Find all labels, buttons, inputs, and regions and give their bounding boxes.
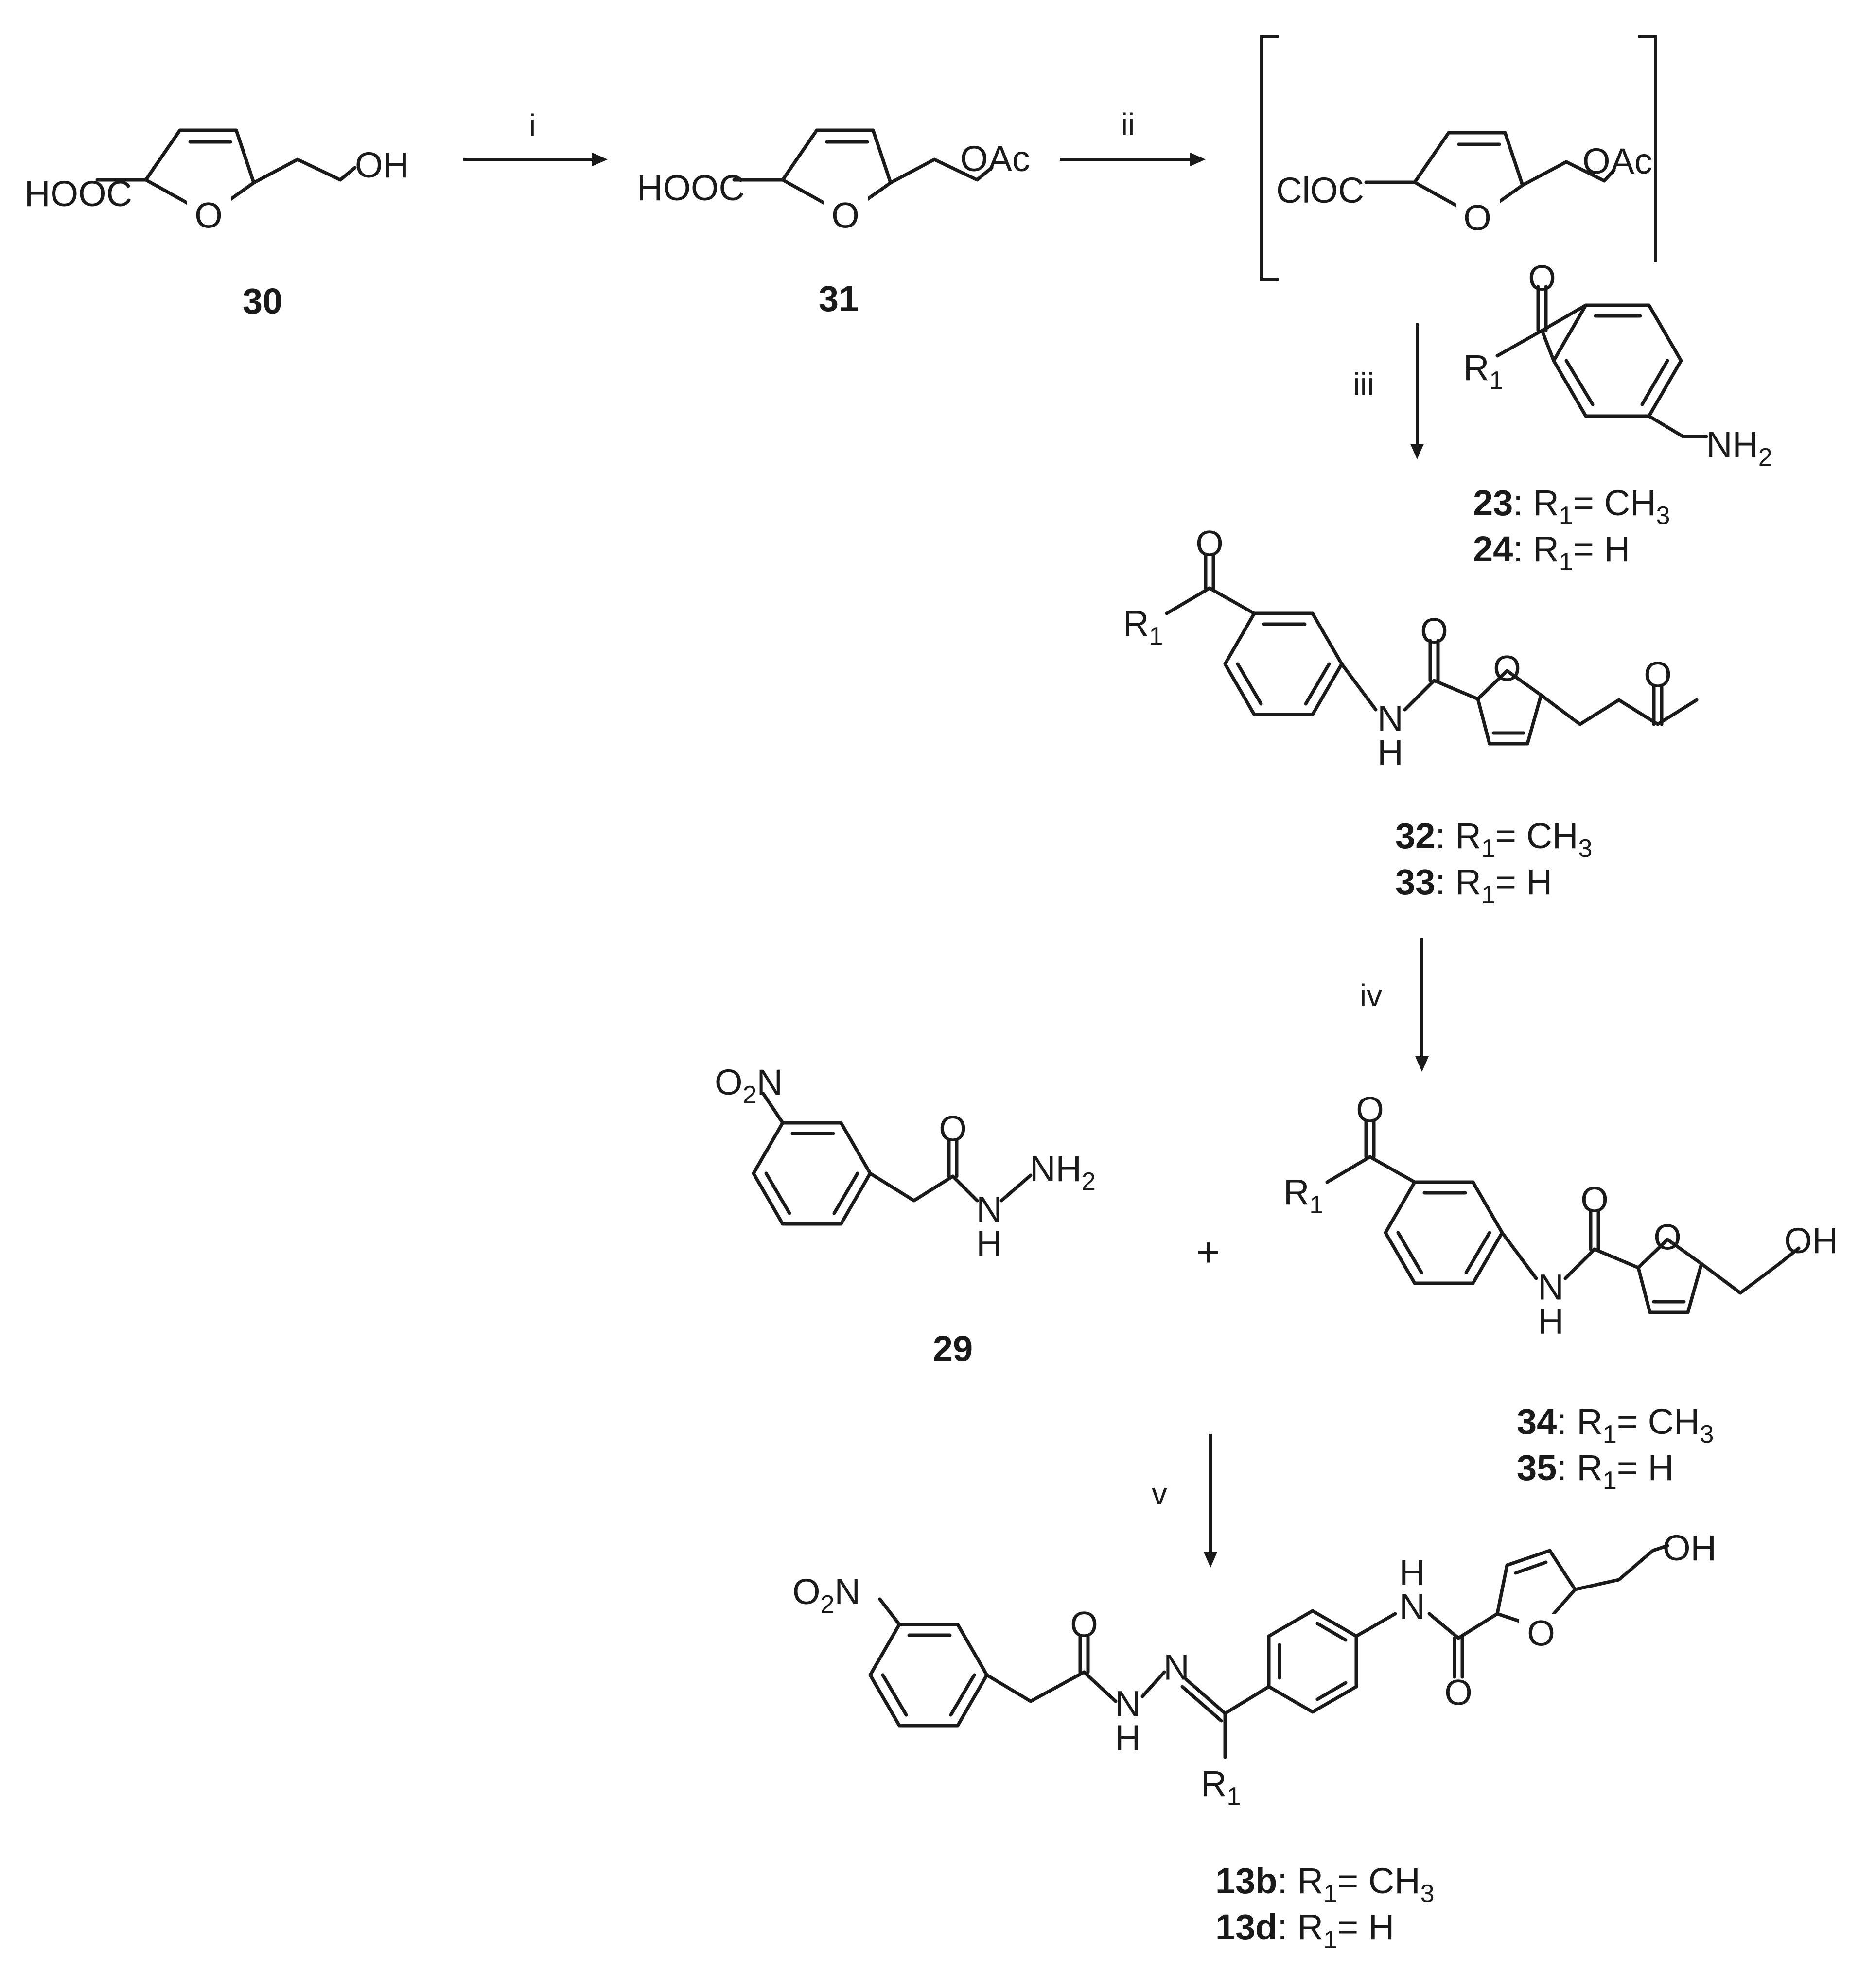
arrow-step-iii: iii: [1353, 323, 1424, 459]
acyl-chloride-group: ClOC: [1276, 170, 1364, 210]
compound-34-35: O O O OH R1 N H: [1283, 1090, 1838, 1342]
furan-oxygen: O: [1653, 1217, 1682, 1257]
hydrazide-nitrogen: N: [976, 1189, 1002, 1230]
cooh-group: HOOC: [24, 174, 132, 214]
amide-hydrogen: H: [1399, 1553, 1425, 1593]
amide-oxygen: O: [1420, 611, 1448, 651]
furan-oxygen: O: [1527, 1613, 1555, 1654]
r1-group: R1: [1463, 348, 1503, 395]
step-label-iv: iv: [1360, 978, 1382, 1013]
hydrazone-carbonyl-oxygen: O: [1070, 1605, 1098, 1645]
compound-31: O HOOC OAc 31: [637, 128, 1030, 319]
hydroxyl-group: OH: [1663, 1528, 1717, 1568]
amide-nitrogen: N: [1538, 1267, 1563, 1308]
imine-nitrogen: N: [1163, 1647, 1189, 1688]
compound-label-30: 30: [243, 281, 282, 321]
hydrazone-nh-hydrogen: H: [1115, 1718, 1140, 1758]
hydroxyl-group: OH: [355, 145, 409, 185]
amide-nitrogen: N: [1399, 1587, 1425, 1627]
ring-oxygen: O: [194, 195, 223, 236]
nitro-group: O2N: [792, 1571, 860, 1619]
caption-33: 33: R1= H: [1395, 862, 1552, 909]
caption-13b-13d: 13b: R1= CH3 13d: R1= H: [1215, 1861, 1435, 1954]
step-label-i: i: [529, 108, 536, 143]
caption-34: 34: R1= CH3: [1517, 1401, 1714, 1448]
caption-13b: 13b: R1= CH3: [1215, 1861, 1435, 1908]
plus-sign: +: [1196, 1229, 1220, 1275]
amide-hydrogen: H: [1377, 733, 1403, 773]
carbonyl-oxygen: O: [1528, 258, 1556, 298]
furan-oxygen: O: [1493, 648, 1521, 689]
r1-group: R1: [1283, 1172, 1323, 1219]
amide-nitrogen: N: [1377, 698, 1403, 739]
step-label-iii: iii: [1353, 366, 1374, 401]
ketone-oxygen: O: [1356, 1090, 1384, 1130]
hydrazide-hydrogen: H: [976, 1223, 1002, 1264]
caption-34-35: 34: R1= CH3 35: R1= H: [1517, 1401, 1714, 1495]
compound-30: O HOOC OH 30: [24, 128, 409, 321]
acetoxy-group: OAc: [1582, 141, 1652, 181]
r1-group: R1: [1201, 1763, 1241, 1811]
arrow-step-v: v: [1152, 1434, 1217, 1568]
arrow-step-iv: iv: [1360, 938, 1429, 1072]
ketone-oxygen: O: [1195, 524, 1224, 564]
compound-29: O N H NH2 O2N 29: [715, 1062, 1096, 1369]
amide-oxygen: O: [1580, 1180, 1609, 1220]
caption-23-24: 23: R1= CH3 24: R1= H: [1473, 483, 1670, 576]
acid-chloride-intermediate: O ClOC OAc: [1260, 35, 1657, 281]
ring-oxygen: O: [831, 195, 859, 236]
hydroxyl-group: OH: [1784, 1221, 1838, 1261]
arrow-step-i: i: [463, 108, 608, 166]
hydrazone-nh-nitrogen: N: [1115, 1684, 1140, 1724]
acetoxy-group: OAc: [960, 139, 1030, 179]
compound-label-29: 29: [933, 1328, 973, 1369]
amide-hydrogen: H: [1538, 1301, 1563, 1342]
caption-32-33: 32: R1= CH3 33: R1= H: [1395, 816, 1592, 909]
ring-oxygen: O: [1463, 198, 1491, 238]
caption-23: 23: R1= CH3: [1473, 483, 1670, 530]
nitro-group: O2N: [715, 1062, 783, 1109]
amide-oxygen: O: [1444, 1673, 1473, 1713]
step-label-v: v: [1152, 1476, 1167, 1511]
step-label-ii: ii: [1121, 107, 1135, 142]
compound-32-33: O O O O O R1 N H: [1123, 524, 1699, 773]
cooh-group: HOOC: [637, 168, 745, 208]
compound-23-24-drawn: O R1 NH2: [1463, 258, 1772, 472]
r1-group: R1: [1123, 603, 1163, 650]
caption-24: 24: R1= H: [1473, 529, 1630, 576]
caption-32: 32: R1= CH3: [1395, 816, 1592, 863]
hydrazide-oxygen: O: [939, 1109, 967, 1149]
terminal-amino: NH2: [1030, 1149, 1096, 1196]
compound-label-31: 31: [819, 279, 859, 319]
amino-group: NH2: [1706, 424, 1772, 471]
caption-35: 35: R1= H: [1517, 1448, 1674, 1495]
caption-13d: 13d: R1= H: [1215, 1907, 1394, 1954]
arrow-step-ii: ii: [1060, 107, 1206, 166]
ester-carbonyl-oxygen: O: [1644, 655, 1672, 695]
product-13b-13d: O OH O N H O N H N R1 O2N: [792, 1528, 1717, 1811]
